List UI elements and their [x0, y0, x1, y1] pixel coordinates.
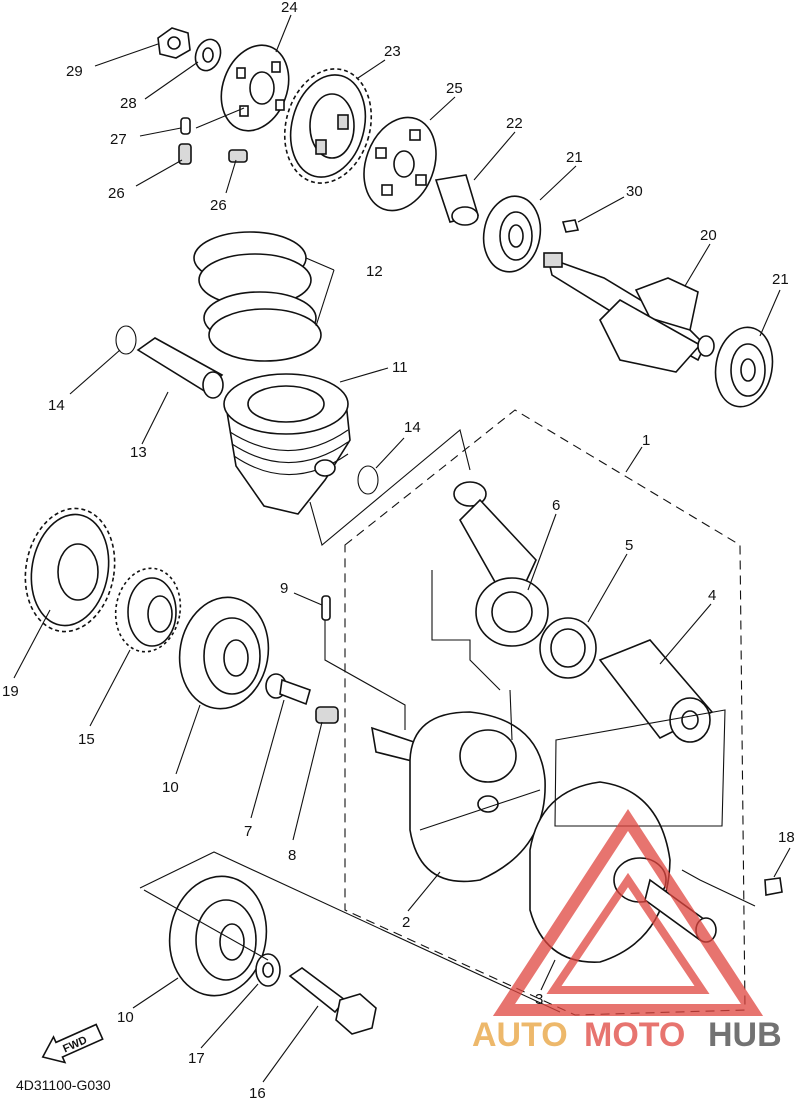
callout-21b: 21: [772, 271, 789, 288]
spring-8: [315, 706, 339, 724]
gear-15: [114, 567, 182, 653]
diagram-code: 4D31100-G030: [16, 1077, 111, 1093]
callout-4: 4: [708, 587, 716, 604]
clip-14a: [115, 325, 137, 355]
callout-8: 8: [288, 847, 296, 864]
bearing-10a: [178, 596, 270, 710]
spring-26a: [178, 143, 192, 165]
callout-2: 2: [402, 914, 410, 931]
callout-6: 6: [552, 497, 560, 514]
piston-11: [223, 373, 351, 515]
callout-20: 20: [700, 227, 717, 244]
clip-14b: [357, 465, 379, 495]
callout-30: 30: [626, 183, 643, 200]
svg-text:AUTO: AUTO: [472, 1016, 568, 1054]
callout-18: 18: [778, 829, 795, 846]
washer-17: [255, 953, 281, 987]
callout-11: 11: [392, 359, 408, 376]
callout-5: 5: [625, 537, 633, 554]
bearing-21b: [714, 326, 774, 408]
key-30: [561, 219, 580, 233]
connecting-rod-6: [453, 481, 549, 647]
leader-lines: [13, 14, 791, 1083]
callout-13: 13: [130, 444, 147, 461]
svg-text:MOTO: MOTO: [584, 1016, 685, 1054]
crank-shaft-20: [543, 252, 715, 373]
callout-3: 3: [535, 991, 543, 1008]
callout-28: 28: [120, 95, 137, 112]
callout-19: 19: [2, 683, 19, 700]
plate-24: [220, 44, 290, 132]
callout-1: 1: [642, 432, 650, 449]
piston-rings-12: [193, 231, 322, 362]
callout-24: 24: [281, 0, 298, 16]
callout-15: 15: [78, 731, 95, 748]
assembly-outline: [344, 409, 746, 1016]
bearing-21a: [482, 195, 542, 273]
callout-23: 23: [384, 43, 401, 60]
svg-text:HUB: HUB: [708, 1016, 782, 1054]
piston-pin-13: [136, 337, 224, 399]
callout-14a: 14: [48, 397, 65, 414]
callout-17: 17: [188, 1050, 205, 1067]
watermark-logo: AUTO MOTO HUB: [472, 809, 782, 1054]
needle-bearing-5: [539, 617, 597, 679]
crankshaft-left-2: [370, 711, 546, 883]
gear-19: [24, 507, 116, 633]
callout-16: 16: [249, 1085, 266, 1099]
bolt-16: [288, 967, 377, 1035]
pin-9: [321, 595, 331, 621]
callout-10b: 10: [117, 1009, 134, 1026]
key-18: [764, 877, 783, 896]
callout-22: 22: [506, 115, 523, 132]
lock-washer-28: [194, 38, 222, 72]
callout-12: 12: [366, 263, 383, 280]
plate-25: [363, 116, 437, 212]
callout-7: 7: [244, 823, 252, 840]
spring-26b: [228, 149, 248, 163]
callout-27: 27: [110, 131, 127, 148]
collar-22: [434, 174, 480, 226]
callout-21a: 21: [566, 149, 583, 166]
callout-26b: 26: [210, 197, 227, 214]
bolt-7: [265, 673, 311, 706]
pin-27: [180, 117, 191, 135]
gear-23: [283, 68, 373, 184]
callout-14b: 14: [404, 419, 421, 436]
fwd-arrow-icon: FWD: [41, 1023, 104, 1064]
nut-29: [157, 27, 191, 59]
callout-9: 9: [280, 580, 288, 597]
callout-10a: 10: [162, 779, 179, 796]
callout-29: 29: [66, 63, 83, 80]
crank-pin-4: [598, 639, 714, 743]
callout-25: 25: [446, 80, 463, 97]
callout-26a: 26: [108, 185, 125, 202]
bearing-10b: [168, 875, 268, 997]
